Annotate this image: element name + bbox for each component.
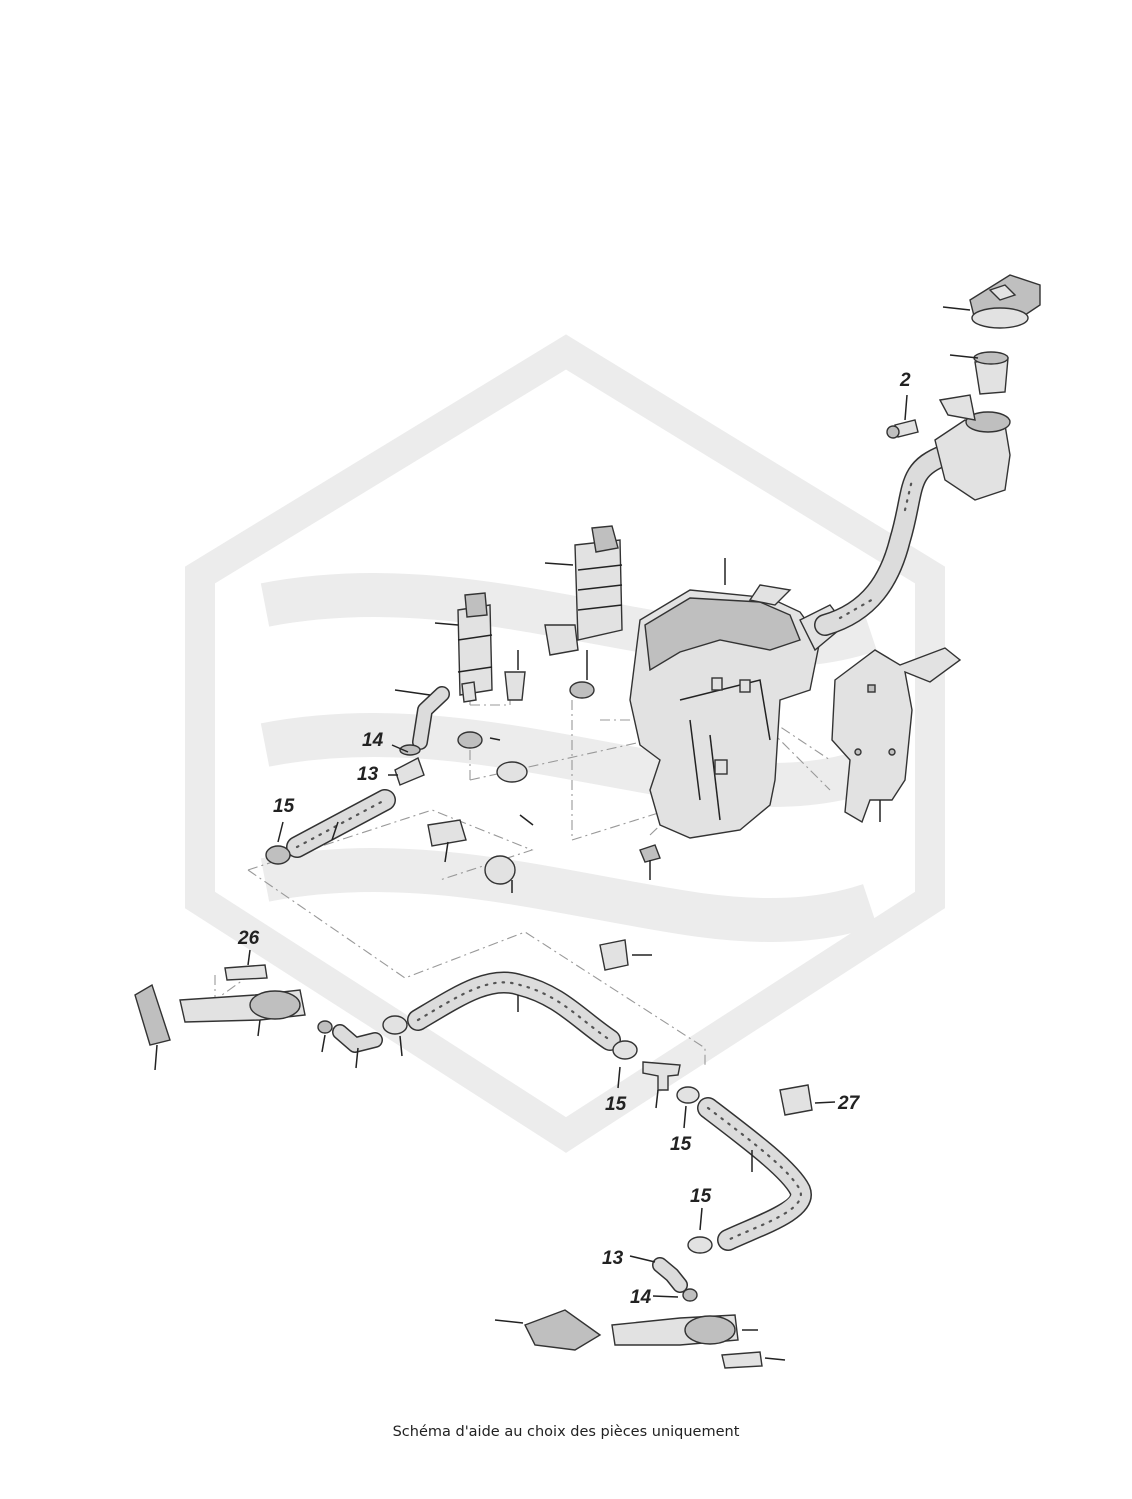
nozzle-left [134,964,306,1046]
label-14-lower: 14 [630,1287,652,1308]
label-27: 27 [837,1093,861,1114]
label-26: 26 [237,928,260,949]
label-15-right: 15 [670,1134,692,1155]
elbow-lower-left [332,1024,383,1053]
leader-lines [154,306,979,1361]
grommets [427,671,661,885]
bolt [886,419,919,439]
washer-reservoir [629,584,846,839]
hose-clip [599,939,813,1116]
elbow-connector [394,686,450,786]
label-14-top: 14 [362,730,384,751]
label-2: 2 [899,370,911,391]
nozzle-right [524,1309,763,1369]
hose-long [407,971,621,1051]
heat-shield [831,647,962,824]
label-13-top: 13 [357,764,379,785]
filler-strainer [973,351,1009,395]
hose-clamps [317,1015,713,1302]
elbow-lower-right [652,1257,688,1293]
label-15-lower: 15 [690,1186,712,1207]
hose-short [265,789,396,865]
label-15-top: 15 [273,796,295,817]
label-15-mid: 15 [605,1094,627,1115]
washer-pump-front [457,592,493,703]
filler-cap [969,274,1041,329]
label-13-lower: 13 [602,1248,624,1269]
diagram-caption: Schéma d'aide au choix des pièces unique… [392,1424,740,1440]
washer-pump-rear [544,525,623,656]
filler-neck [814,394,1011,636]
t-piece [642,1061,681,1091]
hose-lower [697,1097,812,1251]
